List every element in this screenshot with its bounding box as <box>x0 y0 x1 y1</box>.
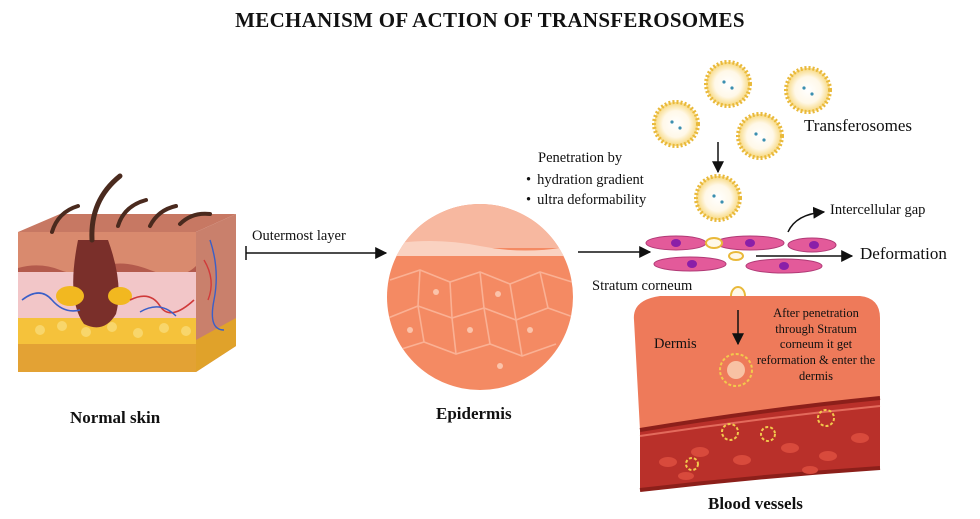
label-deformation: Deformation <box>860 244 947 263</box>
normal-skin-illustration <box>18 173 236 372</box>
transferosome-vesicles <box>652 60 832 222</box>
penetration-list: hydration gradient ultra deformability <box>526 172 646 208</box>
label-blood-vessels: Blood vessels <box>708 494 803 513</box>
vesicle-drug-dots <box>670 80 814 204</box>
label-transferosomes: Transferosomes <box>804 116 912 135</box>
diagram-title: MECHANISM OF ACTION OF TRANSFEROSOMES <box>235 8 745 32</box>
epidermis-illustration <box>387 204 573 390</box>
label-intercellular-gap: Intercellular gap <box>830 202 926 218</box>
penetration-item-hydration: hydration gradient <box>526 172 646 189</box>
label-outermost-layer: Outermost layer <box>252 228 346 244</box>
label-after-penetration: After penetration through Stratum corneu… <box>756 306 876 383</box>
label-dermis: Dermis <box>654 336 697 352</box>
label-penetration-by: Penetration by <box>538 150 623 166</box>
penetration-item-deformability: ultra deformability <box>526 192 646 209</box>
label-normal-skin: Normal skin <box>70 408 161 427</box>
label-epidermis: Epidermis <box>436 404 512 423</box>
dermis-illustration <box>633 296 881 492</box>
stratum-corneum-cells <box>645 235 837 306</box>
label-stratum-corneum: Stratum corneum <box>592 278 693 294</box>
intercellular-gap-pointer <box>787 206 826 233</box>
outermost-layer-arrow <box>245 246 388 260</box>
